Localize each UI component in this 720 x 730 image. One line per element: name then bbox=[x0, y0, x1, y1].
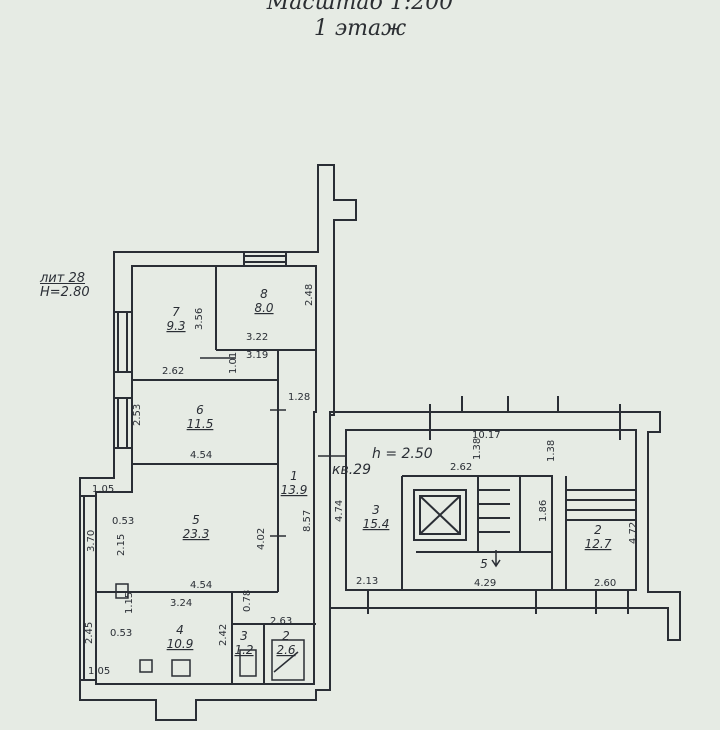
window-top bbox=[243, 252, 287, 266]
room-3-area: 1.2 bbox=[234, 643, 253, 657]
apartment-label: кв.29 bbox=[332, 462, 371, 478]
stairs-right bbox=[565, 476, 636, 590]
room-5-area: 23.3 bbox=[183, 527, 210, 541]
room-r2-area: 12.7 bbox=[585, 537, 612, 551]
scale-title: Масштаб 1:200 bbox=[266, 0, 454, 15]
room-r2-num: 2 bbox=[594, 523, 602, 537]
wall-inner-left bbox=[95, 265, 317, 685]
dim-1-01: 1.01 bbox=[228, 352, 239, 374]
room-7-num: 7 bbox=[172, 305, 180, 319]
dim-4-02: 4.02 bbox=[256, 528, 267, 550]
dim-3-24: 3.24 bbox=[170, 598, 192, 609]
dim-2-63: 2.63 bbox=[270, 616, 292, 627]
wall-inner-right bbox=[345, 429, 637, 591]
dim-3-70: 3.70 bbox=[86, 530, 97, 552]
dim-8-57: 8.57 bbox=[302, 510, 313, 532]
dim-1-38-a: 1.38 bbox=[472, 438, 483, 460]
room-4-area: 10.9 bbox=[167, 637, 194, 651]
room-r3-area: 15.4 bbox=[363, 517, 390, 531]
wall-outer-right bbox=[329, 411, 681, 641]
dim-3-22: 3.22 bbox=[246, 332, 268, 343]
window-left-2 bbox=[114, 397, 132, 449]
dim-4-29: 4.29 bbox=[474, 578, 496, 589]
dim-4-72: 4.72 bbox=[628, 522, 639, 544]
dim-0-78: 0.78 bbox=[242, 590, 253, 612]
dim-1-86: 1.86 bbox=[538, 500, 549, 522]
lit-height: H=2.80 bbox=[40, 285, 90, 300]
room-1-area: 13.9 bbox=[281, 483, 308, 497]
dim-2-48: 2.48 bbox=[304, 284, 315, 306]
lift-shaft bbox=[413, 489, 467, 541]
dim-2-53: 2.53 bbox=[132, 404, 143, 426]
room-2-num: 2 bbox=[282, 629, 290, 643]
door-ticks bbox=[115, 357, 346, 599]
fixtures bbox=[139, 639, 305, 681]
dim-0-53-b: 0.53 bbox=[110, 628, 132, 639]
room-2-area: 2.6 bbox=[276, 643, 295, 657]
lit-name: лит 28 bbox=[40, 271, 86, 286]
dim-2-62-r: 2.62 bbox=[450, 462, 472, 473]
room-8-num: 8 bbox=[260, 287, 268, 301]
wall-outer-left bbox=[79, 164, 357, 721]
dim-2-62: 2.62 bbox=[162, 366, 184, 377]
stair-arrow bbox=[491, 550, 501, 568]
room-1-num: 1 bbox=[290, 469, 298, 483]
floor-title: 1 этаж bbox=[313, 16, 407, 41]
dim-3-56: 3.56 bbox=[194, 308, 205, 330]
room-3-num: 3 bbox=[240, 629, 248, 643]
room-r3-num: 3 bbox=[372, 503, 380, 517]
dim-2-13: 2.13 bbox=[356, 576, 378, 587]
room-4-num: 4 bbox=[176, 623, 184, 637]
dim-1-28: 1.28 bbox=[288, 392, 310, 403]
dim-2-15: 2.15 bbox=[116, 534, 127, 556]
apartment-height: h = 2.50 bbox=[372, 446, 433, 462]
dim-1-15: 1.15 bbox=[124, 592, 135, 614]
stairs-left bbox=[477, 476, 521, 553]
room-6-num: 6 bbox=[196, 403, 204, 417]
window-left-1 bbox=[114, 311, 132, 373]
landing-5 bbox=[416, 551, 553, 590]
right-ticks bbox=[367, 396, 629, 614]
dim-10-17: 10.17 bbox=[472, 430, 501, 441]
dim-4-74: 4.74 bbox=[334, 500, 345, 522]
room-7-area: 9.3 bbox=[166, 319, 185, 333]
room-6-area: 11.5 bbox=[187, 417, 214, 431]
dim-2-42: 2.42 bbox=[218, 624, 229, 646]
room-8-area: 8.0 bbox=[254, 301, 273, 315]
lit-label: лит 28 H=2.80 bbox=[40, 272, 90, 300]
dim-1-38-b: 1.38 bbox=[546, 440, 557, 462]
dim-4-54-b: 4.54 bbox=[190, 580, 212, 591]
room-5-num: 5 bbox=[192, 513, 200, 527]
dim-1-05-a: 1.05 bbox=[92, 484, 114, 495]
room-r5-num: 5 bbox=[480, 557, 488, 571]
dim-2-60: 2.60 bbox=[594, 578, 616, 589]
dim-2-45: 2.45 bbox=[84, 622, 95, 644]
window-left-3 bbox=[80, 495, 96, 681]
dim-1-05-b: 1.05 bbox=[88, 666, 110, 677]
dim-0-53-a: 0.53 bbox=[112, 516, 134, 527]
dim-3-19: 3.19 bbox=[246, 350, 268, 361]
dim-4-54-a: 4.54 bbox=[190, 450, 212, 461]
